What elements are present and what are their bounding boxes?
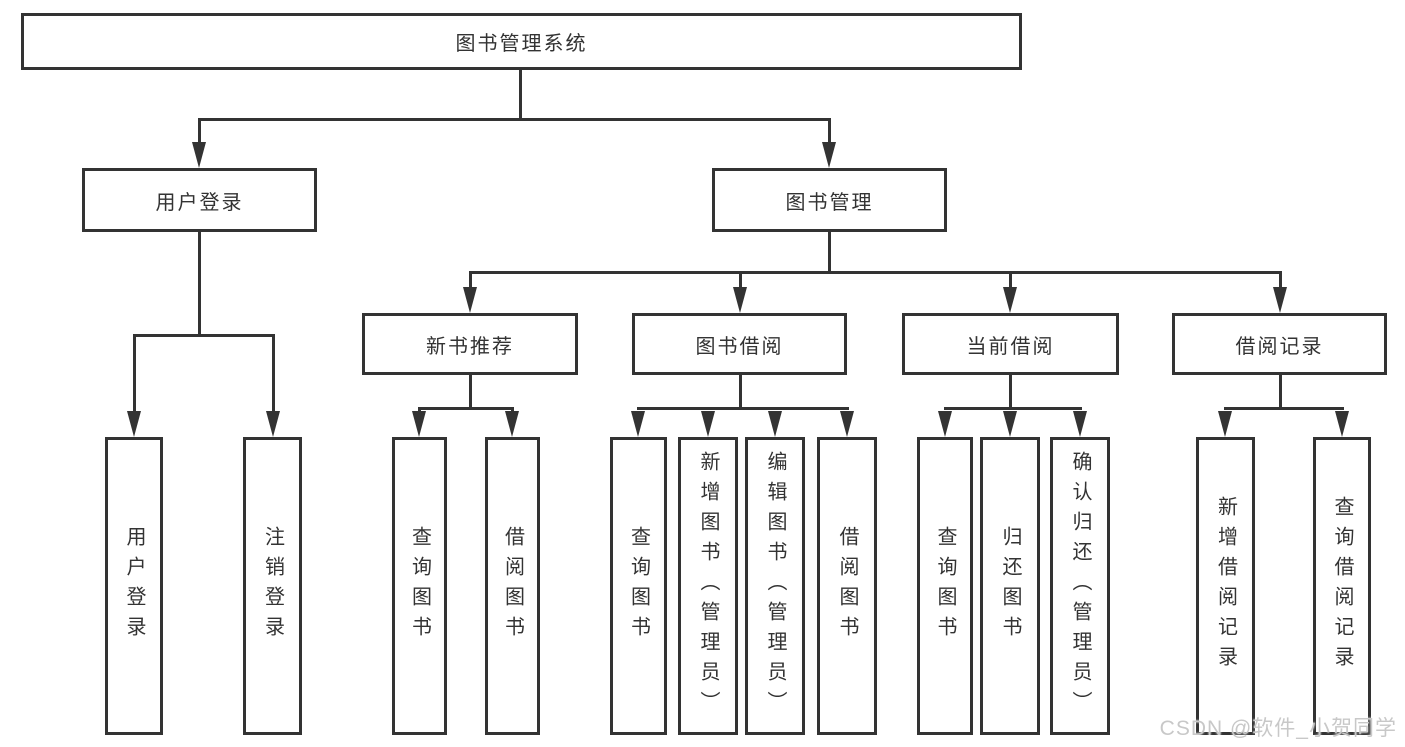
node-root-system-label: 图书管理系统	[455, 33, 588, 55]
connector-line	[198, 118, 831, 121]
leaf-br-query-record-label: 查询借阅记录	[1331, 496, 1353, 676]
arrow-down-icon	[505, 411, 519, 437]
leaf-user-login: 用户登录	[105, 437, 163, 735]
connector-line	[519, 70, 522, 118]
arrow-down-icon	[1073, 411, 1087, 437]
leaf-nbr-borrow-books-label: 借阅图书	[501, 526, 524, 646]
connector-line	[469, 375, 472, 408]
arrow-down-icon	[701, 411, 715, 437]
connector-line	[944, 407, 1082, 410]
arrow-down-icon	[938, 411, 952, 437]
arrow-down-icon	[412, 411, 426, 437]
leaf-nbr-borrow-books: 借阅图书	[485, 437, 540, 735]
leaf-bb-borrow-books: 借阅图书	[817, 437, 877, 735]
leaf-bb-borrow-books-label: 借阅图书	[836, 526, 858, 646]
leaf-br-add-record-label: 新增借阅记录	[1214, 496, 1237, 676]
leaf-user-login-label: 用户登录	[123, 526, 145, 646]
connector-line	[198, 118, 201, 146]
node-borrowing-records-label: 借阅记录	[1235, 335, 1324, 358]
connector-line	[133, 334, 136, 413]
arrow-down-icon	[463, 287, 477, 313]
arrow-down-icon	[192, 142, 206, 168]
connector-line	[418, 407, 514, 410]
arrow-down-icon	[822, 142, 836, 168]
arrow-down-icon	[127, 411, 141, 437]
arrow-down-icon	[266, 411, 280, 437]
connector-line	[1224, 407, 1344, 410]
leaf-cb-return-books-label: 归还图书	[999, 526, 1021, 646]
leaf-br-query-record: 查询借阅记录	[1313, 437, 1371, 735]
leaf-bb-add-books-admin-label: 新增图书（管理员）	[697, 451, 719, 721]
leaf-cb-query-books: 查询图书	[917, 437, 973, 735]
connector-line	[637, 407, 849, 410]
node-book-borrowing-label: 图书借阅	[695, 335, 784, 358]
node-book-management: 图书管理	[712, 168, 947, 232]
arrow-down-icon	[768, 411, 782, 437]
connector-line	[1279, 271, 1282, 291]
node-current-borrowing: 当前借阅	[902, 313, 1119, 375]
node-root-system: 图书管理系统	[21, 13, 1022, 70]
connector-line	[1009, 271, 1012, 291]
leaf-bb-add-books-admin: 新增图书（管理员）	[678, 437, 738, 735]
arrow-down-icon	[733, 287, 747, 313]
connector-line	[198, 232, 201, 335]
connector-line	[739, 271, 742, 291]
connector-line	[133, 334, 275, 337]
connector-line	[272, 334, 275, 413]
connector-line	[828, 232, 831, 272]
leaf-bb-edit-books-admin: 编辑图书（管理员）	[745, 437, 805, 735]
node-user-login: 用户登录	[82, 168, 317, 232]
leaf-cb-return-books: 归还图书	[980, 437, 1040, 735]
arrow-down-icon	[631, 411, 645, 437]
connector-line	[469, 271, 1282, 274]
node-new-book-recommendation: 新书推荐	[362, 313, 578, 375]
leaf-bb-query-books-label: 查询图书	[627, 526, 650, 646]
connector-line	[1009, 375, 1012, 408]
leaf-bb-edit-books-admin-label: 编辑图书（管理员）	[764, 451, 786, 721]
leaf-cb-query-books-label: 查询图书	[934, 526, 956, 646]
node-book-borrowing: 图书借阅	[632, 313, 847, 375]
arrow-down-icon	[1218, 411, 1232, 437]
connector-line	[739, 375, 742, 408]
leaf-logout-label: 注销登录	[261, 526, 284, 646]
leaf-cb-confirm-return-admin: 确认归还（管理员）	[1050, 437, 1110, 735]
arrow-down-icon	[1335, 411, 1349, 437]
node-current-borrowing-label: 当前借阅	[966, 335, 1055, 358]
node-borrowing-records: 借阅记录	[1172, 313, 1387, 375]
leaf-br-add-record: 新增借阅记录	[1196, 437, 1255, 735]
connector-line	[828, 118, 831, 146]
node-user-login-label: 用户登录	[155, 191, 244, 214]
arrow-down-icon	[1003, 287, 1017, 313]
arrow-down-icon	[1003, 411, 1017, 437]
leaf-cb-confirm-return-admin-label: 确认归还（管理员）	[1069, 451, 1091, 721]
node-book-management-label: 图书管理	[785, 191, 874, 214]
leaf-bb-query-books: 查询图书	[610, 437, 667, 735]
leaf-nbr-query-books-label: 查询图书	[408, 526, 431, 646]
leaf-logout: 注销登录	[243, 437, 302, 735]
csdn-watermark: CSDN @软件_小贺同学	[1159, 717, 1397, 740]
node-new-book-recommendation-label: 新书推荐	[426, 335, 514, 358]
connector-line	[1279, 375, 1282, 408]
arrow-down-icon	[840, 411, 854, 437]
leaf-nbr-query-books: 查询图书	[392, 437, 447, 735]
arrow-down-icon	[1273, 287, 1287, 313]
connector-line	[469, 271, 472, 291]
